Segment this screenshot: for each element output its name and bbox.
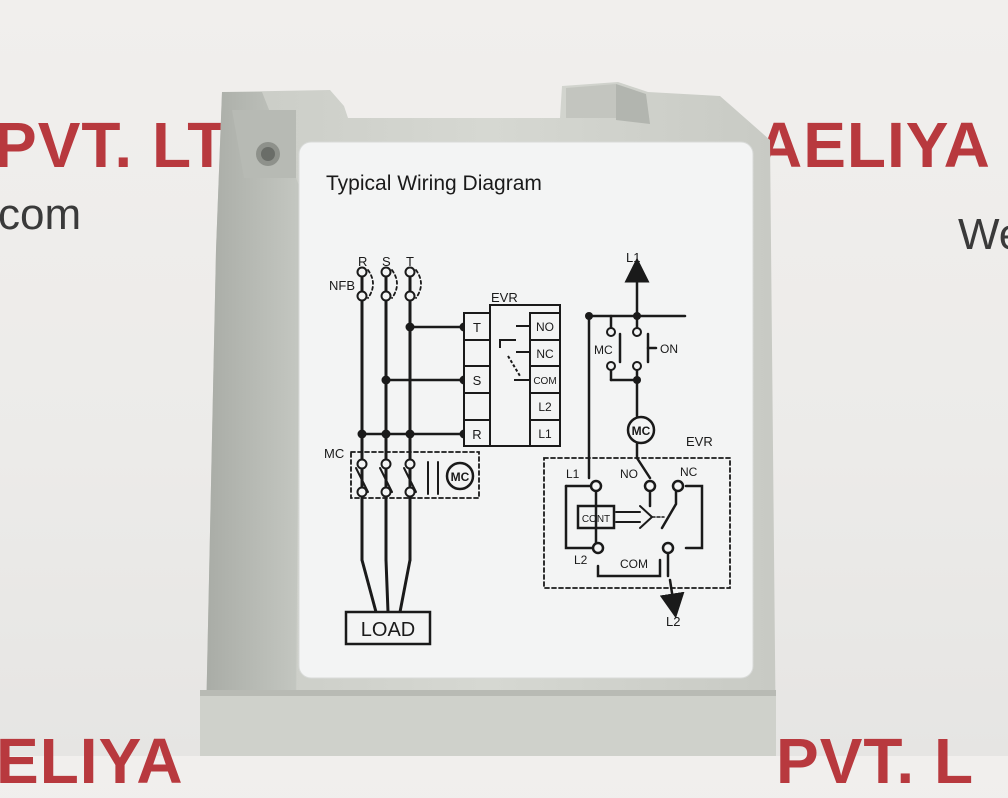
watermark-top-left-sub: com bbox=[0, 190, 82, 239]
phase-label-t: T bbox=[406, 254, 414, 269]
relay-terminal-com: COM bbox=[533, 376, 556, 387]
left-relay-block bbox=[463, 304, 561, 447]
right-coil-label: MC bbox=[632, 424, 651, 438]
right-terminal-nc: NC bbox=[680, 465, 698, 479]
load-label: LOAD bbox=[361, 619, 415, 641]
holding-contact-label: MC bbox=[594, 343, 613, 357]
left-coil-icon bbox=[445, 461, 475, 491]
diagram-title: Typical Wiring Diagram bbox=[326, 172, 542, 195]
right-coil-icon bbox=[626, 415, 656, 445]
right-terminal-com: COM bbox=[620, 557, 648, 571]
breaker-label: NFB bbox=[329, 278, 355, 293]
right-terminal-l1: L1 bbox=[566, 467, 580, 481]
right-circuit-dots bbox=[585, 312, 685, 555]
start-button-label: ON bbox=[660, 342, 678, 356]
right-terminal-no: NO bbox=[620, 467, 638, 481]
phase-label-s: S bbox=[382, 254, 391, 269]
supply-l1-label: L1 bbox=[626, 250, 640, 265]
relay-terminal-nc: NC bbox=[536, 347, 554, 361]
left-circuit bbox=[350, 269, 480, 614]
relay-terminal-t: T bbox=[473, 320, 481, 335]
relay-terminal-l2: L2 bbox=[538, 400, 552, 414]
left-relay-name: EVR bbox=[491, 290, 518, 305]
relay-terminal-no: NO bbox=[536, 320, 554, 334]
controller-label: CONT bbox=[582, 514, 610, 525]
relay-terminal-s: S bbox=[473, 373, 482, 388]
relay-photo: Typical Wiring Diagram bbox=[200, 82, 776, 756]
right-circuit bbox=[543, 257, 731, 619]
supply-l2-label: L2 bbox=[666, 614, 680, 629]
wiring-label bbox=[298, 141, 754, 679]
contactor-label: MC bbox=[324, 446, 344, 461]
relay-terminal-r: R bbox=[472, 427, 481, 442]
right-terminal-l2: L2 bbox=[574, 553, 588, 567]
phase-label-r: R bbox=[358, 254, 367, 269]
left-coil-label: MC bbox=[451, 470, 470, 484]
relay-terminal-l1: L1 bbox=[538, 427, 552, 441]
watermark-top-left: PVT. LT bbox=[0, 109, 228, 181]
load-box bbox=[344, 610, 432, 646]
right-relay-name: EVR bbox=[686, 434, 713, 449]
watermark-top-right: AELIYA bbox=[756, 109, 991, 181]
watermark-top-right-sub: We bbox=[958, 210, 1008, 259]
